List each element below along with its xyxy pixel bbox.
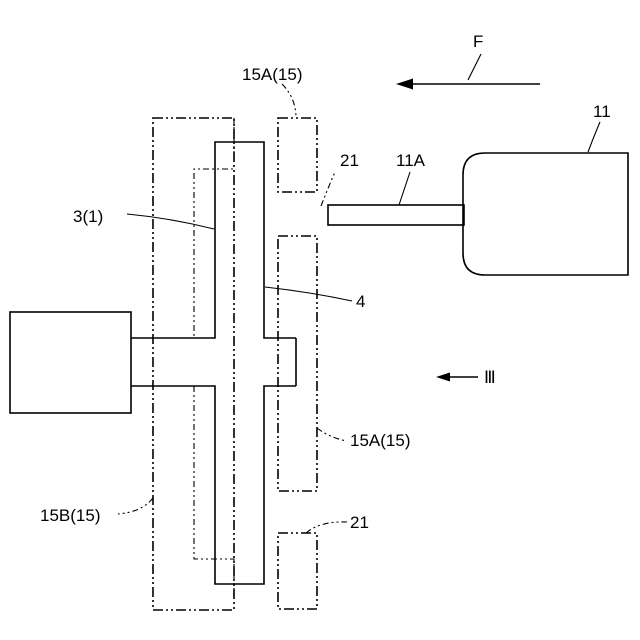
arrow-iii-label: Ⅲ — [484, 368, 496, 387]
nozzle-tip-11a-label: 11A — [396, 151, 426, 170]
nozzle-11-leader — [588, 122, 600, 152]
tool-15b-leader — [118, 498, 153, 514]
workpiece-lower — [194, 386, 234, 610]
shaft-upper-line — [131, 142, 296, 338]
nozzle-body — [463, 153, 628, 275]
nozzle-tip — [328, 205, 464, 225]
tool-15a-upper-label: 15A(15) — [242, 65, 302, 84]
shaft-lower-line — [131, 386, 296, 584]
arrow-iii: Ⅲ — [436, 368, 496, 387]
tool-15b-label: 15B(15) — [40, 506, 100, 525]
tool-15b-outline — [153, 118, 234, 610]
tool-15a-middle-leader — [317, 428, 347, 441]
drive-unit-box — [10, 312, 131, 413]
tool-15a-upper — [278, 118, 317, 192]
tool-21-bottom-label: 21 — [350, 513, 369, 532]
tool-21-bottom-leader — [306, 522, 347, 533]
gap-21-top-leader — [321, 172, 335, 206]
workpiece-upper — [194, 118, 234, 338]
workpiece-3-1-leader — [127, 214, 214, 229]
gap-21-top-label: 21 — [340, 151, 359, 170]
tool-15a-middle — [278, 236, 317, 491]
nozzle-tip-11a-leader — [399, 172, 410, 205]
tool-21-bottom — [278, 533, 317, 609]
workpiece-3-1-label: 3(1) — [73, 207, 103, 226]
arrow-f-label: F — [473, 32, 483, 51]
nozzle-11-label: 11 — [593, 102, 611, 121]
tool-15a-middle-label: 15A(15) — [350, 431, 410, 450]
arrow-f: F — [396, 32, 540, 90]
tool-15a-upper-leader — [282, 84, 296, 118]
flange-4-label: 4 — [356, 292, 365, 311]
